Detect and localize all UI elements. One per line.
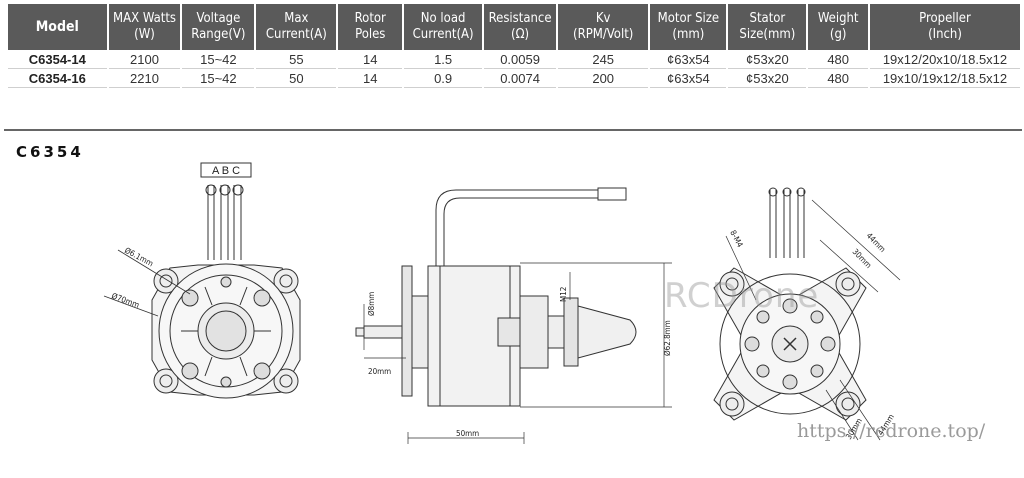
table-cell: ¢63x54	[650, 50, 727, 69]
table-cell: ¢53x20	[728, 50, 807, 69]
side-spinner	[577, 305, 637, 359]
dim-d8: Ø8mm	[366, 292, 376, 316]
side-shaft	[363, 325, 403, 339]
leader-m4	[725, 235, 757, 301]
header-motor-size: Motor Size(mm)	[650, 4, 727, 50]
table-cell: C6354-16	[8, 69, 107, 88]
header-model: Model	[8, 4, 107, 50]
wire-labels: A B C	[212, 165, 240, 177]
side-cable	[435, 189, 598, 268]
dim-line-d628	[520, 262, 672, 408]
table-cell: ¢63x54	[650, 69, 727, 88]
table-cell: C6354-14	[8, 50, 107, 69]
side-mount-plate	[401, 265, 413, 397]
rear-bolt-holes	[181, 276, 271, 388]
dim-line-s44a	[811, 199, 901, 281]
front-view: 8-M4 44mm 30mm 30mm 44mm	[713, 187, 901, 441]
front-hub-cross	[783, 337, 797, 351]
table-cell: 245	[558, 50, 649, 69]
rear-wires	[205, 184, 244, 260]
leader-d70	[103, 295, 159, 317]
header-propeller: Propeller(Inch)	[869, 4, 1020, 50]
table-cell: 14	[338, 69, 403, 88]
front-outer-ring	[719, 273, 861, 415]
table-cell: 480	[808, 69, 868, 88]
dim-len50: 50mm	[456, 429, 479, 438]
table-cell: 15~42	[182, 50, 255, 69]
dim-s30a: 30mm	[851, 247, 874, 270]
side-rear-collar	[411, 295, 429, 369]
front-wires	[768, 187, 806, 258]
leader-d61	[117, 249, 191, 295]
table-row: C6354-14 2100 15~42 55 14 1.5 0.0059 245…	[8, 50, 1020, 69]
table-cell: 19x10/19x12/18.5x12	[869, 69, 1020, 88]
table-cell: 50	[256, 69, 337, 88]
rear-spokes	[181, 286, 271, 377]
dim-d70: Ø70mm	[110, 290, 141, 309]
drawing-title: C6354	[16, 143, 84, 161]
table-cell: 0.0074	[484, 69, 557, 88]
dim-d61: Ø6.1mm	[123, 245, 155, 268]
dim-len20: 20mm	[368, 367, 391, 376]
side-front-collar	[497, 317, 521, 347]
dim-line-s44b	[839, 379, 881, 441]
table-cell: 0.0059	[484, 50, 557, 69]
table-cell: 200	[558, 69, 649, 88]
dim-d628: Ø62.8mm	[662, 320, 672, 356]
header-weight: Weight(g)	[808, 4, 868, 50]
section-divider	[4, 129, 1022, 131]
watermark: RCDrone	[664, 276, 820, 316]
dim-line-s30b	[825, 389, 859, 441]
side-prop-washer	[563, 297, 579, 367]
table-cell: 14	[338, 50, 403, 69]
dim-m12: M12	[559, 287, 568, 302]
header-resistance: Resistance(Ω)	[484, 4, 557, 50]
table-cell: ¢53x20	[728, 69, 807, 88]
header-kv: Kv(RPM/Volt)	[558, 4, 649, 50]
table-cell: 15~42	[182, 69, 255, 88]
table-cell: 55	[256, 50, 337, 69]
table-cell: 0.9	[404, 69, 483, 88]
side-view: Ø8mm 20mm 50mm M12 Ø62.8mm	[355, 187, 672, 444]
front-m4-holes	[744, 298, 836, 390]
table-row: C6354-16 2210 15~42 50 14 0.9 0.0074 200…	[8, 69, 1020, 88]
table-cell: 2210	[108, 69, 181, 88]
rear-view: A B C Ø6.1mm	[103, 162, 301, 399]
table-cell: 1.5	[404, 50, 483, 69]
table-cell: 480	[808, 50, 868, 69]
side-cable-end	[597, 187, 627, 201]
header-max-watts: MAX Watts(W)	[108, 4, 181, 50]
table-cell: 19x12/20x10/18.5x12	[869, 50, 1020, 69]
table-cell: 2100	[108, 50, 181, 69]
dim-line-s30a	[819, 239, 879, 293]
side-prop-adapter	[519, 295, 549, 369]
dim-line-len50	[407, 432, 525, 444]
wire-label-box	[200, 162, 252, 178]
site-url: https://rcdrone.top/	[797, 420, 986, 442]
